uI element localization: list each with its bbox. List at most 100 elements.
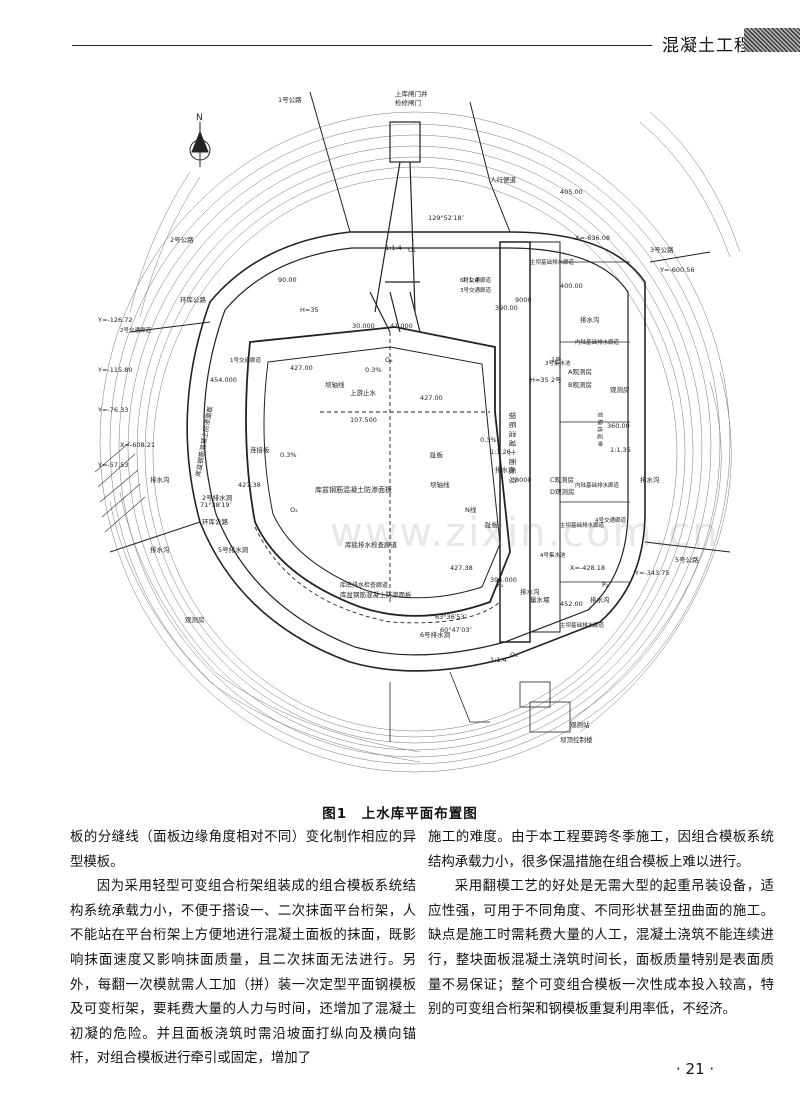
intake-structure: [369, 121, 421, 333]
map-label: 1号公路: [278, 95, 302, 104]
map-label: 2号排水洞: [202, 493, 233, 502]
figure-caption: 图1 上水库平面布置图: [322, 806, 478, 822]
map-label: 库盆钢筋混凝土防渗面板: [315, 485, 392, 494]
map-label: D观测房: [550, 487, 575, 496]
map-label: 1:1.4: [385, 244, 402, 252]
map-label: 观测房: [185, 615, 205, 624]
map-label: X=-608.21: [120, 441, 155, 449]
map-label: 405.00: [560, 188, 583, 196]
map-label: P₂: [602, 581, 609, 589]
map-label: 129°52′18″: [428, 214, 465, 222]
map-label: 8000: [515, 476, 532, 484]
ring-road-inner: [203, 247, 629, 656]
ring-road-outer: [186, 231, 646, 672]
map-label: 1:1.4: [490, 656, 507, 664]
map-label: 1:1.35: [610, 446, 631, 454]
map-label: 观测房: [610, 385, 630, 394]
map-label: 1号: [551, 356, 562, 364]
map-label: 394.000: [490, 576, 517, 584]
map-label: 3号交通廊道: [460, 286, 491, 294]
map-label: 库底排水检查廊道: [345, 540, 398, 549]
map-label: Y=-600.56: [659, 266, 695, 274]
map-label: 452.00: [560, 600, 583, 608]
map-label: 2号交通廊道: [120, 326, 151, 334]
map-label: 上库闸门井: [395, 89, 428, 98]
map-label: 排水沟: [495, 465, 515, 474]
map-label: 检修闸门: [395, 98, 421, 107]
map-label: 360.00: [607, 422, 630, 430]
map-label: 4号集水池: [540, 551, 566, 559]
right-column: 施工的难度。由于本工程要跨冬季施工，因组合模板系统结构承载力小，很多保温措施在组…: [428, 826, 774, 1023]
map-label: O₃: [510, 651, 518, 659]
map-label: 排水沟: [580, 315, 600, 324]
reservoir-basin: [245, 326, 511, 617]
map-label: 3号公路: [650, 245, 674, 254]
map-label: O₂: [290, 506, 298, 514]
map-label: 427.38: [238, 481, 261, 489]
map-label: 427.00: [290, 364, 313, 372]
map-label: P₁: [497, 581, 504, 589]
map-label: 427.00: [420, 394, 443, 402]
map-label: 趾板: [485, 520, 499, 529]
map-label: 人行便道: [490, 175, 517, 184]
map-label: 主坝基础排水廊道: [530, 258, 575, 266]
paragraph: 采用翻模工艺的好处是无需大型的起重吊装设备，适应性强，可用于不同角度、不同形状甚…: [428, 879, 774, 1018]
map-label: 0.3%: [280, 451, 297, 459]
map-label: 107.500: [350, 416, 377, 424]
map-label: 30.000: [352, 322, 375, 330]
map-label: 上游止水: [350, 388, 377, 397]
map-label: 主坝基础排水廊道: [560, 521, 605, 529]
map-label: 0.3%: [365, 366, 382, 374]
map-label: 71°38′19″: [200, 501, 233, 509]
map-label: 2号公路: [170, 235, 194, 244]
header-rule: [72, 45, 652, 46]
map-label: 内陆基础排水廊道: [575, 481, 620, 489]
map-label: 观测站: [570, 720, 590, 729]
map-label: 41.000: [390, 322, 413, 330]
map-label: 坝轴线: [325, 380, 345, 389]
map-label: 环库公路: [180, 295, 207, 304]
map-label: 内陆基础排水廊道: [575, 338, 620, 346]
map-label: 9000: [515, 296, 532, 304]
map-label: 排水沟: [520, 587, 540, 596]
dam-body: [499, 241, 531, 643]
map-label: 排水沟: [640, 475, 660, 484]
map-label: 1号交通廊道: [230, 356, 261, 364]
map-label: 400.00: [560, 282, 583, 290]
map-label: 390.00: [495, 304, 518, 312]
north-label: N: [196, 113, 203, 123]
map-label: N线: [465, 505, 477, 514]
map-label: B观测房: [568, 380, 592, 389]
left-column: 板的分缝线（面板边缘角度相对不同）变化制作相应的异型模板。 因为采用轻型可变组合…: [70, 826, 416, 1072]
north-arrow-icon: [189, 122, 211, 167]
map-label: 连接板: [250, 445, 270, 454]
map-label: 60°47′03″: [440, 626, 473, 634]
map-label: Y=-115.80: [97, 366, 133, 374]
map-label: H=35: [300, 306, 319, 314]
paragraph: 因为采用轻型可变组合桁架组装成的组合模板系统结构系统承载力小，不便于搭设一、二次…: [70, 879, 416, 1067]
map-label: 4号交通廊道: [595, 516, 626, 524]
map-label: Y=-57.53: [97, 461, 128, 469]
map-label: 库盆钢筋混凝土防渗面板: [340, 590, 412, 599]
map-label: C观测房: [550, 475, 574, 484]
map-label: 454.000: [210, 376, 237, 384]
map-label: 90.00: [278, 276, 297, 284]
map-label: 钢 筋 混 凝 土 面 板 坝: [508, 412, 517, 484]
map-label: 库盆钢筋混凝土防渗面板: [193, 405, 214, 477]
map-label: 6号交通廊道: [460, 276, 491, 284]
map-label: 坝 轴 线 延 伸: [596, 412, 604, 447]
map-label: 排水沟: [150, 545, 170, 554]
map-label: 排水沟: [150, 475, 170, 484]
paragraph: 板的分缝线（面板边缘角度相对不同）变化制作相应的异型模板。: [70, 830, 416, 870]
watermark: www.zixin.com.cn: [330, 510, 720, 556]
paragraph: 施工的难度。由于本工程要跨冬季施工，因组合模板系统结构承载力小，很多保温措施在组…: [428, 830, 774, 870]
map-label: A观测房: [568, 367, 592, 376]
map-label: H=35: [530, 376, 549, 384]
map-label: 0.3%: [480, 436, 497, 444]
contour-lines: [99, 111, 741, 773]
reservoir-plan-figure: N 上库闸门井 检修闸门 1号公路 2号公路 3号公路 5号公路 人行便道 12…: [90, 82, 760, 777]
map-label: 环库公路: [202, 517, 229, 526]
map-label: O₁: [408, 246, 416, 254]
map-label: 库底排水检查廊道: [340, 581, 388, 589]
map-label: X=-428.18: [570, 564, 605, 572]
